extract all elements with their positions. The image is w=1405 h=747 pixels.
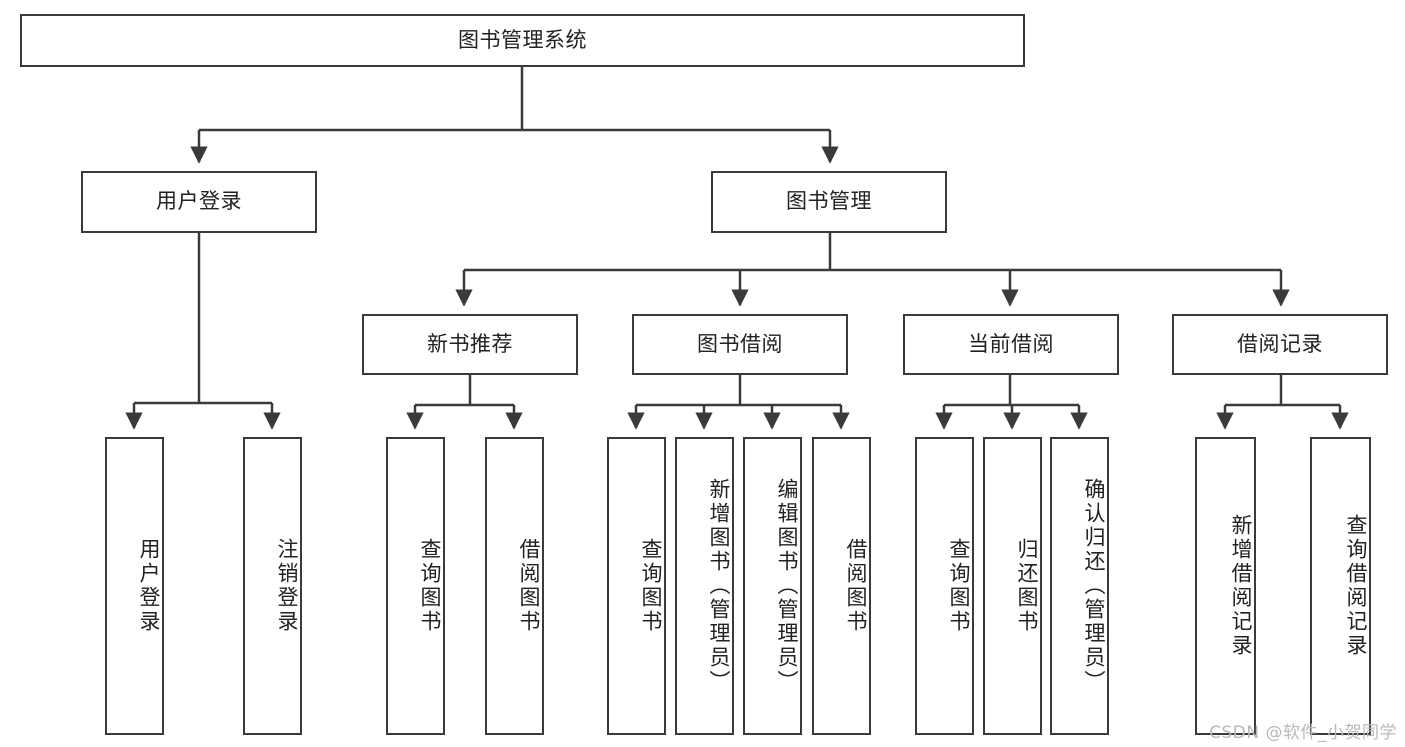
node-leaf-query-record-label: 查询借阅记录 bbox=[1344, 514, 1368, 658]
node-new-book-recommend-label: 新书推荐 bbox=[427, 331, 513, 356]
node-leaf-add-record-label: 新增借阅记录 bbox=[1229, 514, 1253, 658]
node-leaf-return-book[interactable]: 归还图书 bbox=[983, 437, 1042, 735]
node-leaf-query-book-1[interactable]: 查询图书 bbox=[386, 437, 445, 735]
node-leaf-edit-book-label: 编辑图书（管理员） bbox=[775, 478, 799, 694]
node-leaf-query-book-2-label: 查询图书 bbox=[639, 538, 663, 634]
node-current-borrow-label: 当前借阅 bbox=[968, 331, 1054, 356]
node-leaf-query-book-1-label: 查询图书 bbox=[418, 538, 442, 634]
node-book-manage[interactable]: 图书管理 bbox=[711, 171, 947, 233]
node-leaf-user-logout[interactable]: 注销登录 bbox=[243, 437, 302, 735]
watermark-text: CSDN @软件_小贺同学 bbox=[1209, 723, 1397, 743]
node-current-borrow[interactable]: 当前借阅 bbox=[903, 314, 1119, 375]
node-book-borrow[interactable]: 图书借阅 bbox=[632, 314, 848, 375]
node-leaf-add-record[interactable]: 新增借阅记录 bbox=[1195, 437, 1256, 735]
node-book-manage-label: 图书管理 bbox=[786, 189, 872, 214]
node-leaf-confirm-return[interactable]: 确认归还（管理员） bbox=[1050, 437, 1109, 735]
node-leaf-user-logout-label: 注销登录 bbox=[275, 538, 299, 634]
node-user-login-label: 用户登录 bbox=[156, 189, 242, 214]
node-leaf-borrow-book-2[interactable]: 借阅图书 bbox=[812, 437, 871, 735]
node-root-label: 图书管理系统 bbox=[458, 27, 587, 52]
node-user-login[interactable]: 用户登录 bbox=[81, 171, 317, 233]
node-leaf-query-book-2[interactable]: 查询图书 bbox=[607, 437, 666, 735]
node-leaf-user-login[interactable]: 用户登录 bbox=[105, 437, 164, 735]
node-leaf-borrow-book-1[interactable]: 借阅图书 bbox=[485, 437, 544, 735]
node-leaf-query-book-3[interactable]: 查询图书 bbox=[915, 437, 974, 735]
node-book-borrow-label: 图书借阅 bbox=[697, 331, 783, 356]
node-leaf-add-book[interactable]: 新增图书（管理员） bbox=[675, 437, 734, 735]
node-leaf-query-book-3-label: 查询图书 bbox=[947, 538, 971, 634]
node-new-book-recommend[interactable]: 新书推荐 bbox=[362, 314, 578, 375]
node-borrow-record[interactable]: 借阅记录 bbox=[1172, 314, 1388, 375]
node-leaf-edit-book[interactable]: 编辑图书（管理员） bbox=[743, 437, 802, 735]
node-leaf-borrow-book-1-label: 借阅图书 bbox=[517, 538, 541, 634]
node-leaf-return-book-label: 归还图书 bbox=[1015, 538, 1039, 634]
node-leaf-user-login-label: 用户登录 bbox=[137, 538, 161, 634]
node-borrow-record-label: 借阅记录 bbox=[1237, 331, 1323, 356]
node-leaf-add-book-label: 新增图书（管理员） bbox=[707, 478, 731, 694]
node-leaf-borrow-book-2-label: 借阅图书 bbox=[844, 538, 868, 634]
node-leaf-confirm-return-label: 确认归还（管理员） bbox=[1082, 478, 1106, 694]
node-root[interactable]: 图书管理系统 bbox=[20, 14, 1025, 67]
node-leaf-query-record[interactable]: 查询借阅记录 bbox=[1310, 437, 1371, 735]
